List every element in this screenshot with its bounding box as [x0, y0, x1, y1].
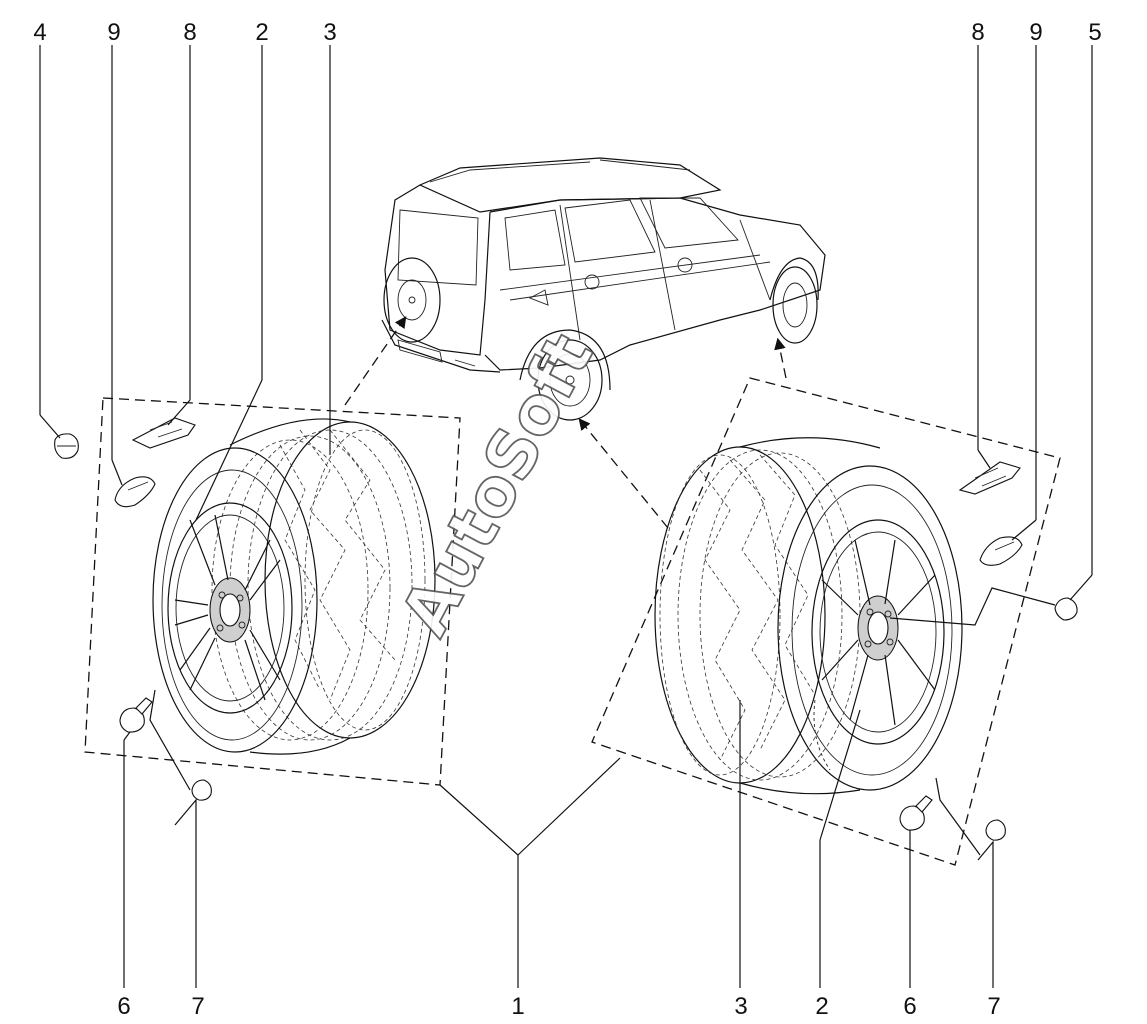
- left-part-4: [54, 433, 79, 459]
- callout-2-bottom: 2: [815, 993, 828, 1020]
- callout-9-right: 9: [1029, 19, 1042, 46]
- callout-5: 5: [1088, 19, 1101, 46]
- callout-2-top: 2: [255, 19, 268, 46]
- arrow-to-front-wheel: [774, 337, 787, 379]
- right-assembly-frame: [591, 377, 1061, 866]
- callout-7-left: 7: [191, 993, 204, 1020]
- right-part-8: [958, 461, 1021, 495]
- callout-9-left: 9: [107, 19, 120, 46]
- right-part-5: [1054, 597, 1078, 621]
- callout-4: 4: [33, 19, 46, 46]
- arrow-to-rear-wheel: [578, 418, 669, 529]
- right-part-7: [985, 819, 1006, 841]
- callout-3-top: 3: [323, 19, 336, 46]
- right-part-6: [899, 795, 933, 831]
- left-part-7: [191, 779, 212, 801]
- callout-8-right: 8: [971, 19, 984, 46]
- callout-7-right: 7: [987, 993, 1000, 1020]
- leader-lines: [39, 45, 1093, 988]
- right-part-9: [979, 536, 1023, 566]
- left-part-6: [119, 697, 153, 733]
- callout-6-right: 6: [903, 993, 916, 1020]
- callout-1: 1: [511, 993, 524, 1020]
- left-wheel: [152, 418, 436, 755]
- callout-3-bottom: 3: [734, 993, 747, 1020]
- left-part-9: [114, 476, 156, 508]
- right-wheel: [654, 437, 963, 795]
- left-part-8: [131, 417, 196, 449]
- vehicle-drawing: [381, 157, 826, 421]
- watermark: AutoSoft: [386, 322, 608, 648]
- callout-6-left: 6: [117, 993, 130, 1020]
- arrow-to-spare: [344, 316, 407, 406]
- callout-8-left: 8: [183, 19, 196, 46]
